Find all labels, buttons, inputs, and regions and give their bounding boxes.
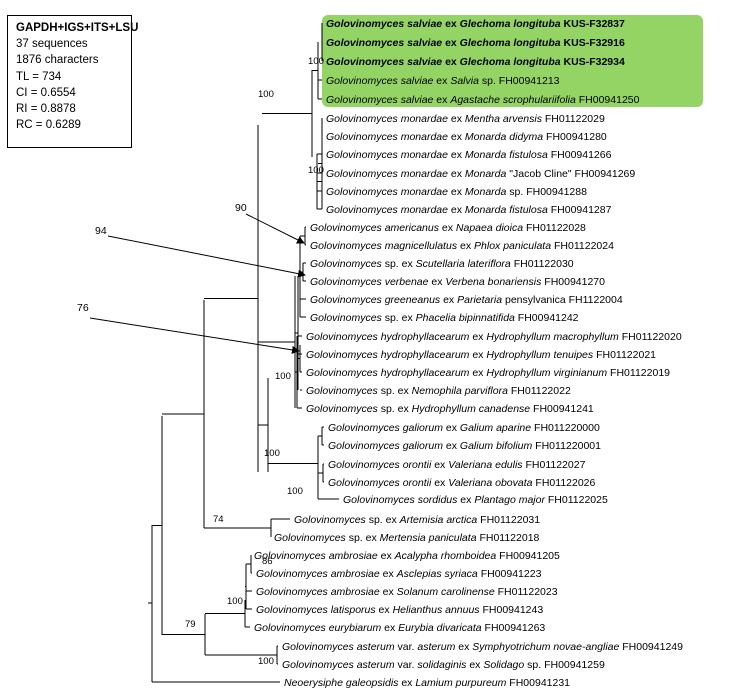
- taxon-label: Neoerysiphe galeopsidis ex Lamium purpur…: [284, 677, 570, 689]
- support-value: 76: [77, 302, 89, 314]
- support-value: 100: [275, 371, 291, 382]
- support-arrow: [89, 317, 300, 354]
- tree-branches: [148, 23, 339, 683]
- taxon-label: Golovinomyces sp. ex Hydrophyllum canade…: [306, 403, 594, 415]
- taxon-labels: Golovinomyces salviae ex Glechoma longit…: [254, 18, 683, 689]
- support-arrow: [107, 235, 306, 278]
- tree-statistics-box: GAPDH+IGS+ITS+LSU 37 sequences 1876 char…: [7, 15, 139, 148]
- taxon-label: Golovinomyces monardae ex Monarda fistul…: [326, 204, 612, 216]
- character-count: 1876 characters: [16, 54, 99, 67]
- taxon-label: Golovinomyces asterum var. solidaginis e…: [282, 659, 605, 671]
- taxon-label: Golovinomyces sp. ex Scutellaria laterif…: [310, 258, 574, 270]
- support-value: 100: [258, 656, 274, 667]
- rescaled-consistency-index: RC = 0.6289: [16, 119, 81, 132]
- support-value: 100: [264, 448, 280, 459]
- taxon-label: Golovinomyces sordidus ex Plantago major…: [343, 494, 608, 506]
- support-value: 86: [262, 556, 273, 567]
- taxon-label: Golovinomyces galiorum ex Galium bifoliu…: [328, 440, 601, 452]
- support-value: 100: [308, 165, 324, 176]
- taxon-label: Golovinomyces ambrosiae ex Asclepias syr…: [256, 568, 542, 580]
- taxon-label: Golovinomyces latisporus ex Helianthus a…: [256, 604, 543, 616]
- taxon-label: Golovinomyces greeneanus ex Parietaria p…: [310, 294, 623, 306]
- taxon-label: Golovinomyces magnicellulatus ex Phlox p…: [310, 240, 614, 252]
- taxon-label: Golovinomyces eurybiarum ex Eurybia diva…: [254, 622, 545, 634]
- taxon-label: Golovinomyces ambrosiae ex Solanum carol…: [256, 586, 558, 598]
- support-values: 100 100 100 90 94 76 100 100 100 74 86 100 79 100: [77, 56, 324, 667]
- taxon-label: Golovinomyces sp. ex Artemisia arctica F…: [294, 514, 540, 526]
- support-arrow: [245, 213, 305, 244]
- dataset-title: GAPDH+IGS+ITS+LSU: [16, 22, 139, 34]
- taxon-label: Golovinomyces monardae ex Monarda sp. FH…: [326, 186, 587, 198]
- taxon-label: Golovinomyces verbenae ex Verbena bonari…: [310, 276, 605, 288]
- taxon-label: Golovinomyces salviae ex Agastache scrop…: [326, 94, 640, 106]
- taxon-label: Golovinomyces monardae ex Monarda "Jacob…: [326, 168, 635, 180]
- taxon-label: Golovinomyces salviae ex Salvia sp. FH00…: [326, 75, 560, 87]
- taxon-label: Golovinomyces hydrophyllacearum ex Hydro…: [306, 367, 670, 379]
- support-value: 100: [287, 486, 303, 497]
- taxon-label: Golovinomyces salviae ex Glechoma longit…: [326, 18, 625, 30]
- support-value: 100: [308, 56, 324, 67]
- taxon-label: Golovinomyces monardae ex Mentha arvensi…: [326, 113, 605, 125]
- taxon-label: Golovinomyces monardae ex Monarda didyma…: [326, 131, 607, 143]
- taxon-label: Golovinomyces monardae ex Monarda fistul…: [326, 149, 612, 161]
- retention-index: RI = 0.8878: [16, 103, 76, 116]
- taxon-label: Golovinomyces sp. ex Phacelia bipinnatif…: [310, 312, 579, 324]
- support-value: 94: [95, 225, 107, 237]
- taxon-label: Golovinomyces salviae ex Glechoma longit…: [326, 37, 625, 49]
- support-value: 74: [213, 514, 224, 525]
- support-value: 79: [185, 619, 196, 630]
- support-value: 90: [235, 202, 247, 214]
- tree-length: TL = 734: [16, 70, 62, 83]
- support-value: 100: [258, 89, 274, 100]
- taxon-label: Golovinomyces asterum var. asterum ex Sy…: [282, 641, 683, 653]
- taxon-label: Golovinomyces hydrophyllacearum ex Hydro…: [306, 331, 682, 343]
- consistency-index: CI = 0.6554: [16, 86, 76, 99]
- taxon-label: Golovinomyces americanus ex Napaea dioic…: [310, 222, 586, 234]
- taxon-label: Golovinomyces orontii ex Valeriana eduli…: [328, 459, 586, 471]
- taxon-label: Golovinomyces galiorum ex Galium aparine…: [328, 422, 600, 434]
- taxon-label: Golovinomyces sp. ex Nemophila parviflor…: [306, 385, 571, 397]
- taxon-label: Golovinomyces orontii ex Valeriana obova…: [328, 477, 596, 489]
- taxon-label: Golovinomyces hydrophyllacearum ex Hydro…: [306, 349, 656, 361]
- taxon-label: Golovinomyces ambrosiae ex Acalypha rhom…: [254, 550, 560, 562]
- sequence-count: 37 sequences: [16, 38, 88, 51]
- taxon-label: Golovinomyces sp. ex Mertensia paniculat…: [274, 532, 540, 544]
- support-arrows: [89, 213, 306, 354]
- support-value: 100: [227, 596, 243, 607]
- taxon-label: Golovinomyces salviae ex Glechoma longit…: [326, 56, 625, 68]
- highlighted-clade-box: [322, 15, 703, 107]
